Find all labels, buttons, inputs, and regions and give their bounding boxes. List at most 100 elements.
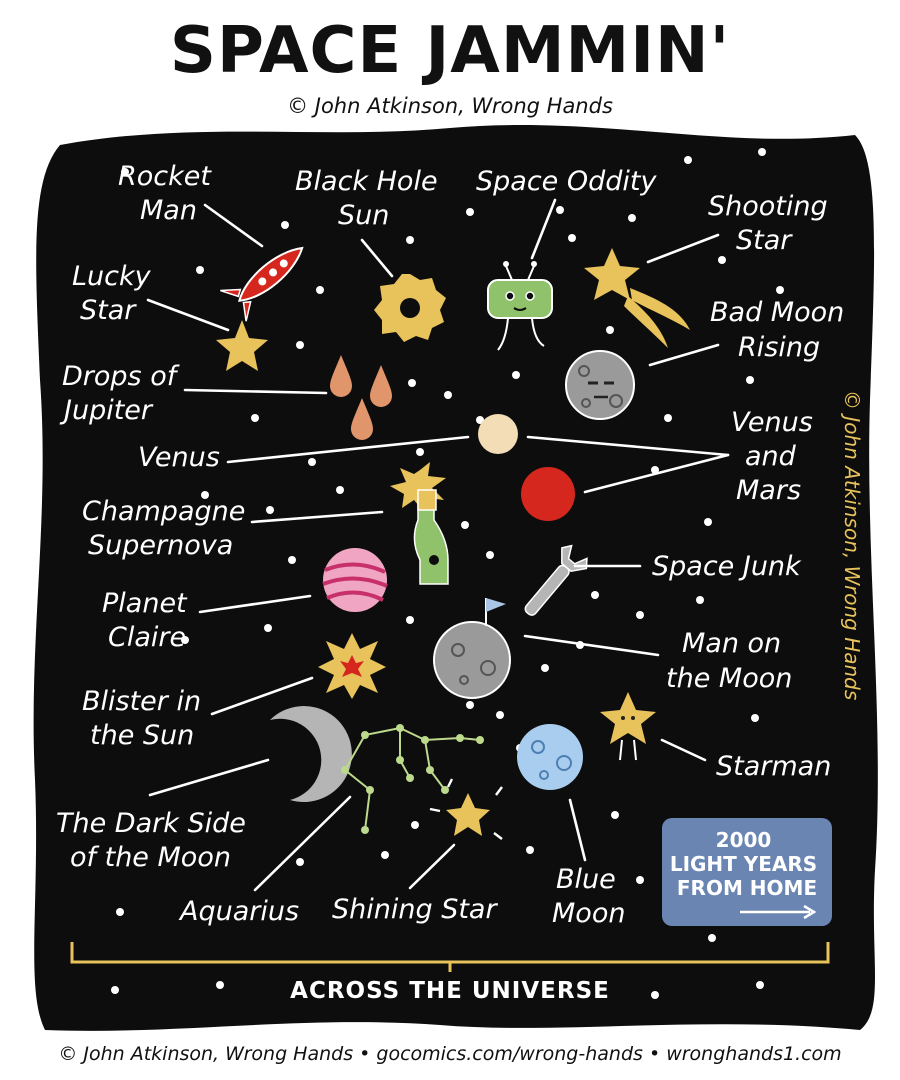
star-dot — [466, 701, 474, 709]
star-dot — [746, 376, 754, 384]
shining-star-icon — [429, 778, 503, 840]
label-shooting-star: Shooting Star — [708, 191, 836, 256]
star-dot — [636, 611, 644, 619]
star-dot — [541, 664, 549, 672]
star-dot — [406, 616, 414, 624]
space-oddity-alien-icon — [487, 261, 553, 351]
label-starman: Starman — [716, 751, 831, 782]
star-dot — [201, 491, 209, 499]
label-black-hole-sun: Black Hole Sun — [295, 166, 446, 231]
star-dot — [264, 624, 272, 632]
label-blister-in-the-sun: Blister in the Sun — [82, 686, 210, 751]
star-dot — [288, 556, 296, 564]
star-dot — [116, 908, 124, 916]
shooting-star-icon — [584, 248, 690, 348]
page-title: SPACE JAMMIN' — [169, 14, 731, 88]
star-dot — [251, 414, 259, 422]
label-man-on-the-moon: Man on the Moon — [666, 628, 792, 694]
star-dot — [296, 341, 304, 349]
label-bad-moon-rising: Bad Moon Rising — [710, 297, 853, 363]
star-dot — [111, 986, 119, 994]
label-lucky-star: Lucky Star — [72, 261, 159, 326]
star-dot — [556, 206, 564, 214]
star-dot — [181, 636, 189, 644]
star-dot — [406, 236, 414, 244]
star-dot — [704, 518, 712, 526]
man-on-the-moon-icon — [433, 598, 511, 699]
pointer-lines — [146, 198, 730, 892]
label-space-oddity: Space Oddity — [476, 166, 657, 197]
star-dot — [628, 214, 636, 222]
star-dot — [651, 466, 659, 474]
star-dot — [696, 596, 704, 604]
label-aquarius: Aquarius — [178, 896, 299, 927]
lucky-star-icon — [216, 320, 268, 371]
star-dot — [758, 148, 766, 156]
star-dot — [756, 981, 764, 989]
star-dot — [684, 156, 692, 164]
star-dot — [416, 448, 424, 456]
star-dot — [591, 591, 599, 599]
star-dot — [461, 521, 469, 529]
song-labels: Rocket Man Black Hole Sun Space Oddity S… — [56, 161, 853, 929]
black-hole-sun-icon — [374, 274, 446, 342]
star-dot — [664, 414, 672, 422]
star-dot — [526, 846, 534, 854]
label-shining-star: Shining Star — [332, 894, 498, 925]
star-dot — [611, 811, 619, 819]
venus-planet-icon — [478, 414, 518, 454]
bad-moon-rising-icon — [565, 350, 635, 420]
light-years-sign: 2000 LIGHT YEARS FROM HOME — [662, 818, 832, 926]
label-blue-moon: Blue Moon — [552, 864, 625, 929]
star-dot — [266, 506, 274, 514]
star-dot — [121, 168, 129, 176]
across-the-universe-label: ACROSS THE UNIVERSE — [290, 978, 610, 1004]
label-champagne-supernova: Champagne Supernova — [82, 496, 254, 561]
star-dot — [196, 266, 204, 274]
label-rocket-man: Rocket Man — [118, 161, 220, 226]
star-dot — [381, 851, 389, 859]
star-dot — [636, 876, 644, 884]
champagne-supernova-icon — [390, 462, 449, 585]
footer-credit: © John Atkinson, Wrong Hands • gocomics.… — [58, 1043, 842, 1065]
star-dot — [776, 286, 784, 294]
blue-moon-icon — [517, 724, 583, 790]
dark-side-moon-icon — [270, 706, 352, 803]
star-dot — [296, 858, 304, 866]
star-dot — [336, 486, 344, 494]
star-dot — [281, 221, 289, 229]
star-dot — [606, 326, 614, 334]
page-subtitle: © John Atkinson, Wrong Hands — [287, 94, 613, 118]
label-planet-claire: Planet Claire — [102, 588, 195, 653]
star-dot — [651, 991, 659, 999]
aquarius-constellation-icon — [341, 724, 484, 834]
label-drops-of-jupiter: Drops of Jupiter — [59, 361, 185, 426]
label-dark-side-of-the-moon: The Dark Side of the Moon — [56, 808, 254, 873]
star-dot — [718, 256, 726, 264]
star-dot — [316, 286, 324, 294]
star-dot — [708, 934, 716, 942]
label-space-junk: Space Junk — [652, 551, 802, 582]
star-dot — [466, 208, 474, 216]
star-dot — [411, 821, 419, 829]
star-dot — [216, 981, 224, 989]
universe-bracket — [70, 942, 830, 972]
star-dot — [751, 714, 759, 722]
star-dot — [486, 551, 494, 559]
drops-of-jupiter-icon — [330, 355, 392, 440]
rocket-icon — [220, 246, 304, 322]
blister-in-the-sun-icon — [318, 633, 386, 699]
star-dot — [496, 711, 504, 719]
label-venus: Venus — [138, 442, 220, 473]
sign-text: 2000 LIGHT YEARS FROM HOME — [670, 828, 824, 900]
label-venus-and-mars: Venus and Mars — [731, 407, 821, 506]
star-dot — [512, 371, 520, 379]
starman-icon — [600, 692, 656, 761]
side-credit: © John Atkinson, Wrong Hands — [840, 390, 864, 700]
mars-planet-icon — [521, 467, 575, 521]
star-dot — [408, 379, 416, 387]
planet-claire-icon — [322, 548, 388, 612]
star-dot — [444, 391, 452, 399]
star-dot — [308, 458, 316, 466]
star-dot — [568, 234, 576, 242]
